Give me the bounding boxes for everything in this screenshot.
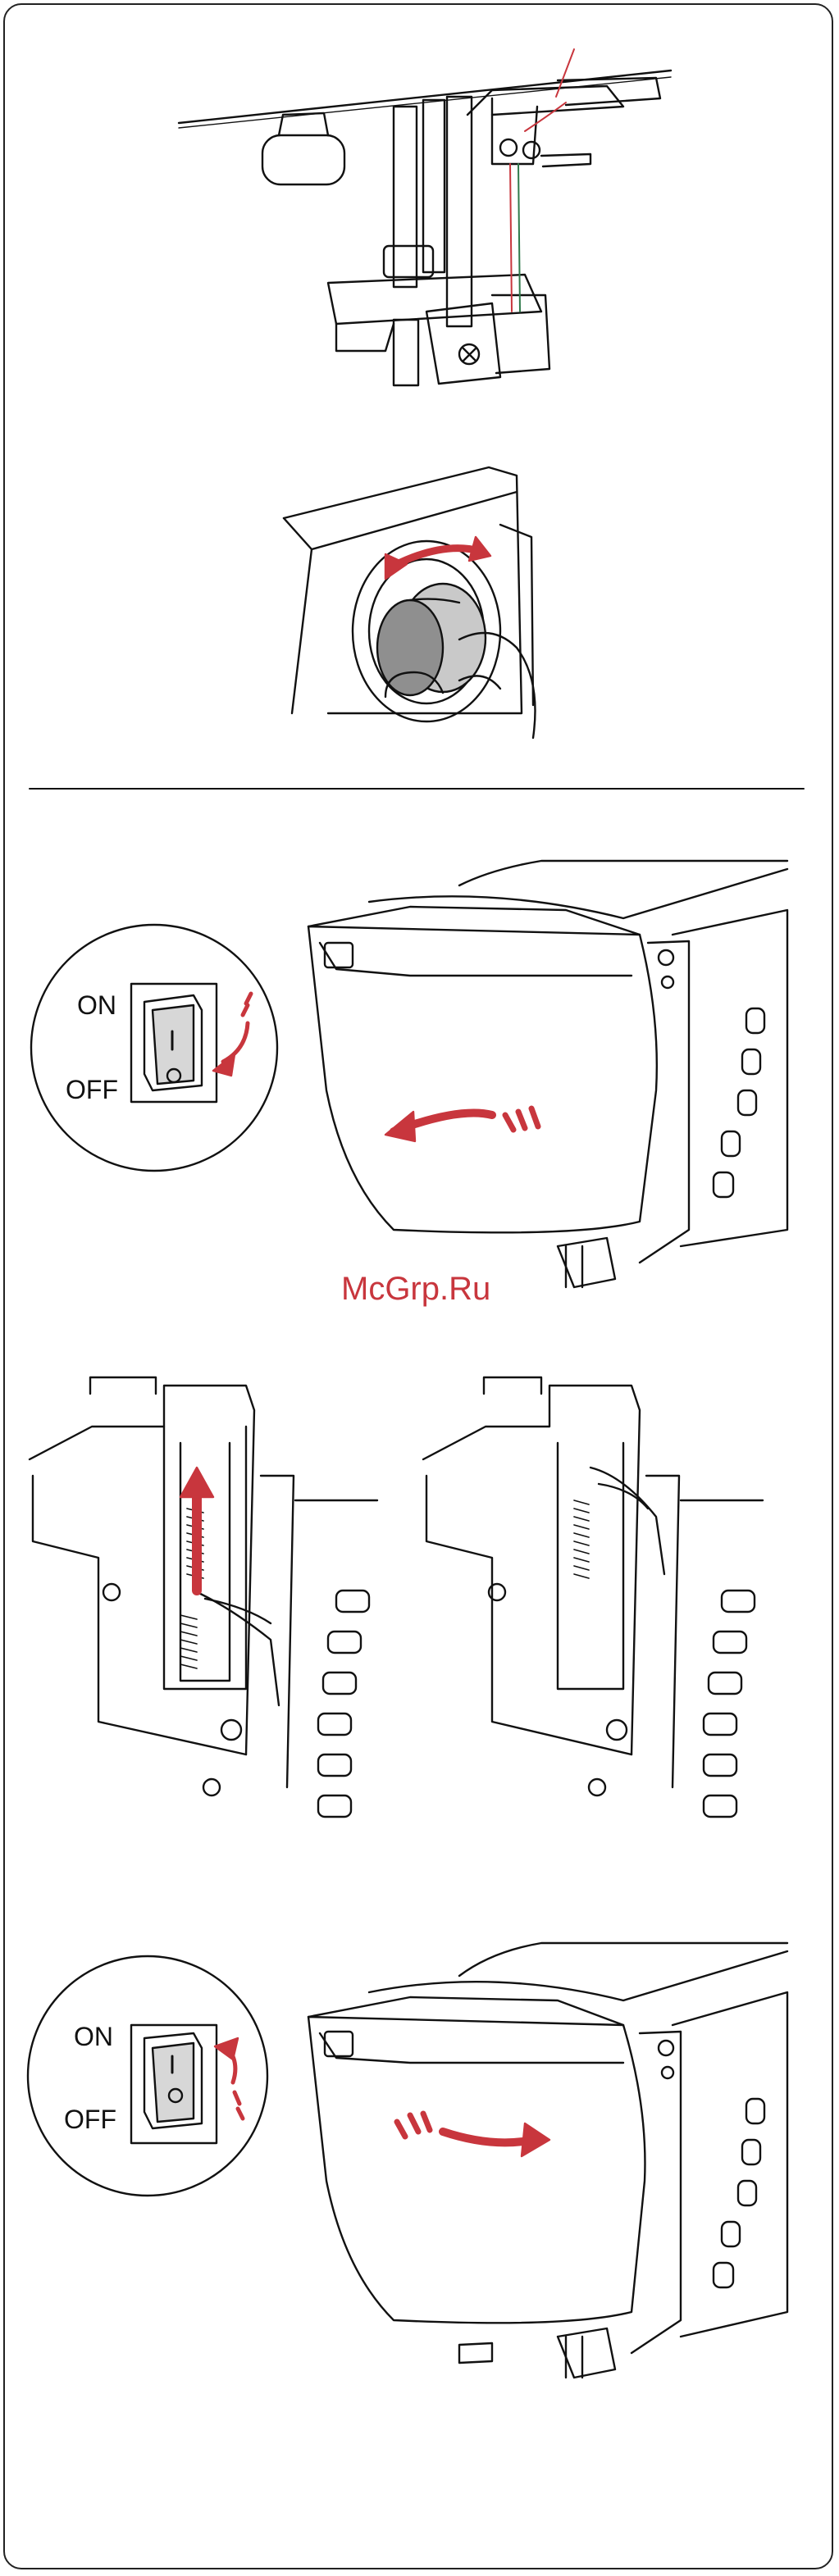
needle-assembly-illustration xyxy=(179,49,671,385)
face-cover-closed-illustration xyxy=(308,1943,787,2378)
watermark-text: McGrp.Ru xyxy=(341,1271,490,1307)
switch-on-label-bottom: ON xyxy=(74,2022,113,2051)
face-cover-open-illustration xyxy=(308,861,787,1287)
switch-on-illustration: ON OFF xyxy=(28,1956,267,2196)
switch-off-label: OFF xyxy=(66,1075,118,1104)
handwheel-illustration xyxy=(284,467,536,738)
switch-off-label-bottom: OFF xyxy=(64,2105,116,2134)
spring-removal-left-illustration xyxy=(30,1377,377,1817)
spring-removal-right-illustration xyxy=(423,1377,763,1817)
switch-off-illustration: ON OFF xyxy=(31,925,277,1171)
switch-on-label: ON xyxy=(77,990,116,1020)
